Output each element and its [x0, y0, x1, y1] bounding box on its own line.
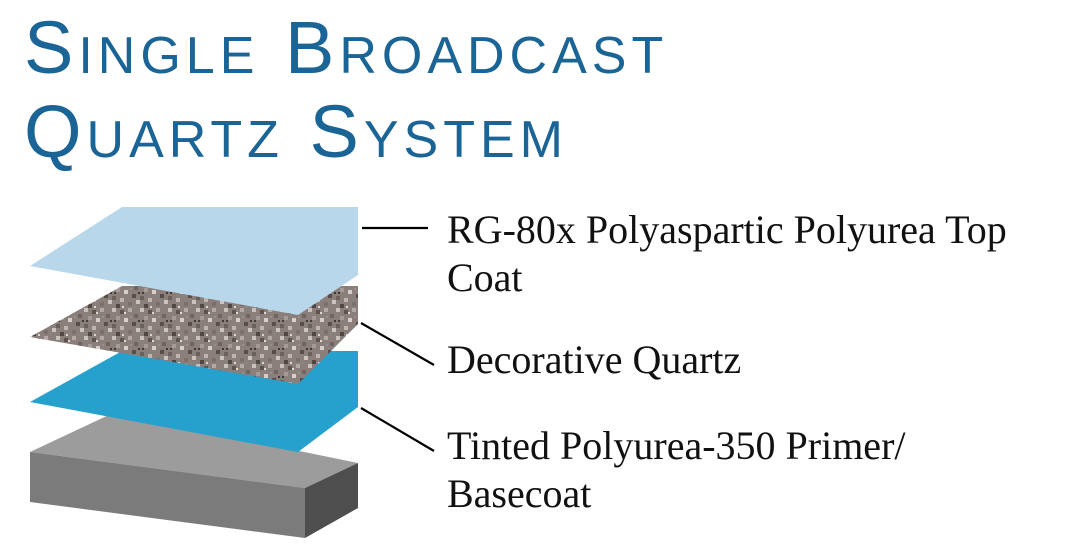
substrate-block	[30, 413, 358, 538]
title-line-1: Single Broadcast	[24, 6, 669, 89]
label-top-coat: RG-80x Polyaspartic Polyurea Top Coat	[447, 206, 1007, 302]
label-primer: Tinted Polyurea-350 Primer/ Basecoat	[447, 422, 906, 518]
title-line-2: Quartz System	[24, 90, 568, 173]
label-top-coat-line-1: RG-80x Polyaspartic Polyurea Top	[447, 207, 1007, 252]
substrate-top-face	[30, 413, 358, 488]
label-decorative-quartz: Decorative Quartz	[447, 336, 741, 384]
diagram-title: Single Broadcast Quartz System	[24, 6, 668, 174]
leader-line-primer	[360, 407, 435, 452]
substrate-side-face	[305, 463, 358, 538]
substrate-front-face	[30, 452, 305, 538]
label-top-coat-line-2: Coat	[447, 255, 523, 300]
label-primer-line-1: Tinted Polyurea-350 Primer/	[447, 423, 906, 468]
label-primer-line-2: Basecoat	[447, 471, 592, 516]
top-coat-layer	[30, 207, 358, 315]
label-decorative-quartz-line-1: Decorative Quartz	[447, 337, 742, 382]
leader-line-decorative-quartz	[360, 322, 435, 366]
